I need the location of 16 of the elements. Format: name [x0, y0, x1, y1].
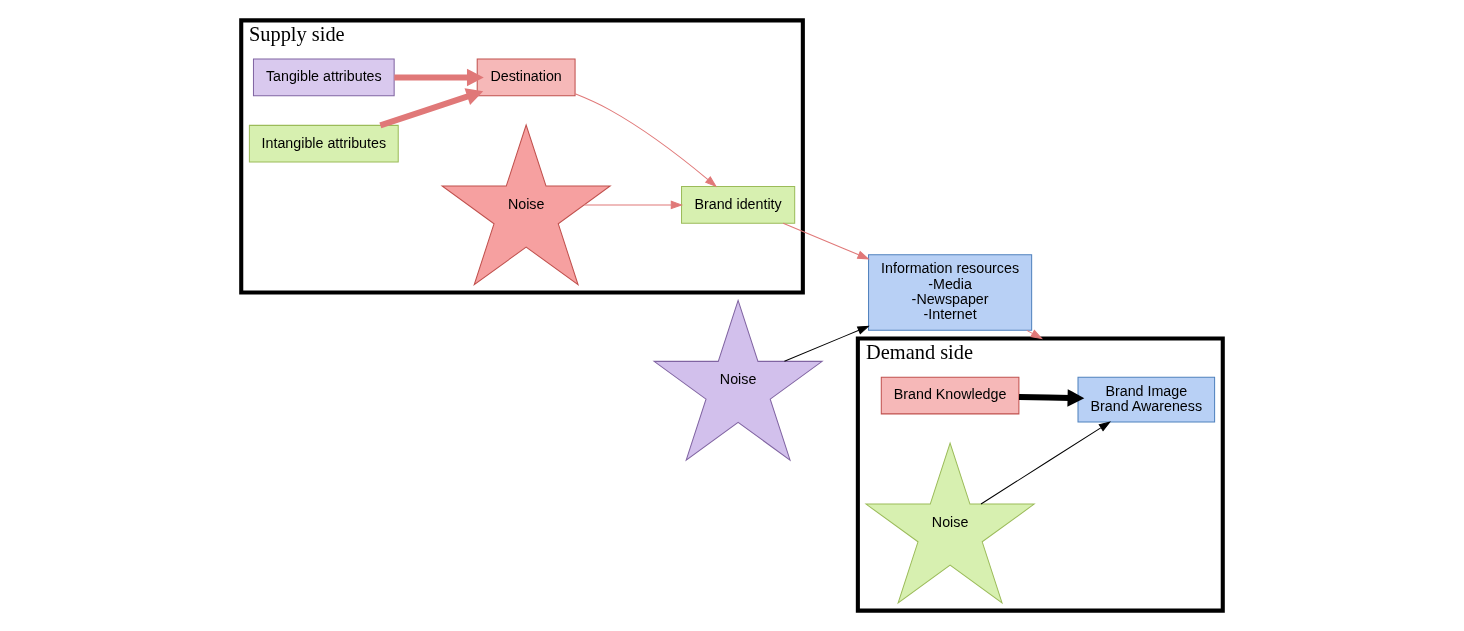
arrow [782, 222, 870, 260]
arrow [583, 200, 683, 210]
node-box: Brand Image Brand Awareness [1077, 376, 1216, 423]
node-box: Information resources -Media -Newspaper -Internet [868, 254, 1033, 331]
node-box: Destination [476, 58, 576, 97]
arrow [783, 325, 870, 362]
node-box: Tangible attributes [252, 58, 395, 97]
arrow [379, 88, 484, 129]
node-box: Brand Knowledge [880, 376, 1020, 415]
arrow [980, 421, 1112, 505]
arrow [1018, 389, 1085, 407]
arrow [1026, 329, 1043, 340]
arrow [574, 93, 718, 188]
node-box: Brand identity [681, 186, 796, 224]
arrow [394, 68, 484, 87]
node-box: Intangible attributes [248, 124, 399, 163]
